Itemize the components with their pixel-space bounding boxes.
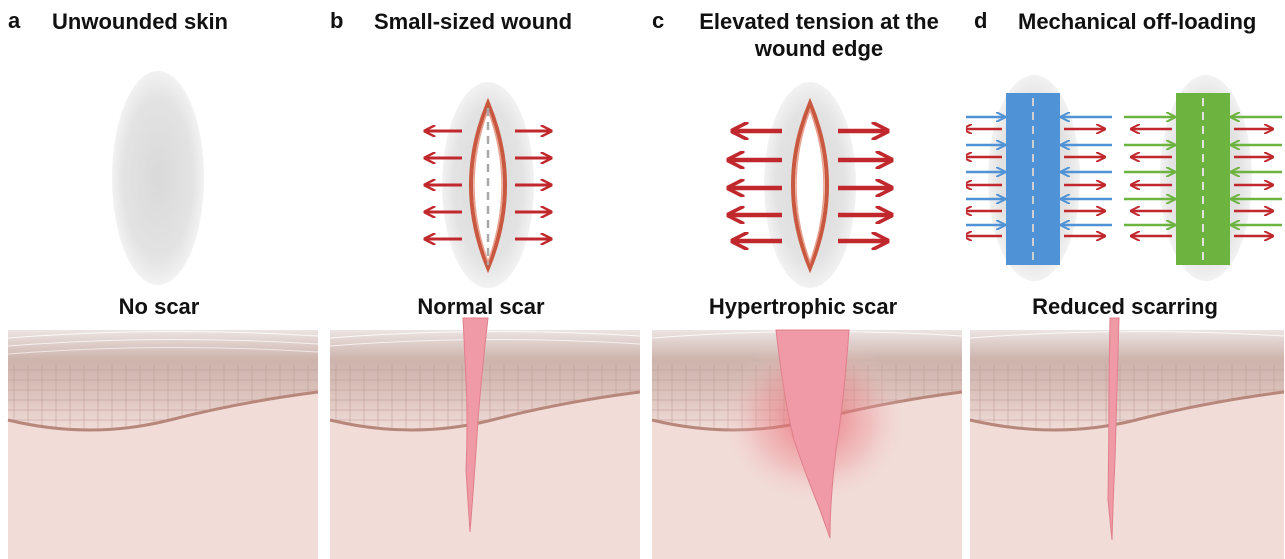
unwounded-skin-illustration <box>0 0 318 559</box>
panel-caption: Hypertrophic scar <box>644 294 962 320</box>
skin-spot <box>112 71 204 285</box>
panel-c: c Elevated tension at the wound edge <box>644 0 962 559</box>
panel-caption: No scar <box>0 294 318 320</box>
panel-caption: Reduced scarring <box>966 294 1284 320</box>
small-wound-illustration <box>322 0 640 559</box>
elevated-tension-illustration <box>644 0 962 559</box>
panel-d: d Mechanical off-loading <box>966 0 1284 559</box>
skin-cross-section <box>8 330 318 559</box>
mechanical-offloading-illustration <box>966 0 1284 559</box>
skin-cross-section <box>330 318 640 559</box>
panel-caption: Normal scar <box>322 294 640 320</box>
skin-cross-section <box>652 330 962 559</box>
panel-a: a Unwounded skin No scar <box>0 0 318 559</box>
panel-b: b Small-sized wound Normal <box>322 0 640 559</box>
skin-cross-section <box>970 318 1284 559</box>
